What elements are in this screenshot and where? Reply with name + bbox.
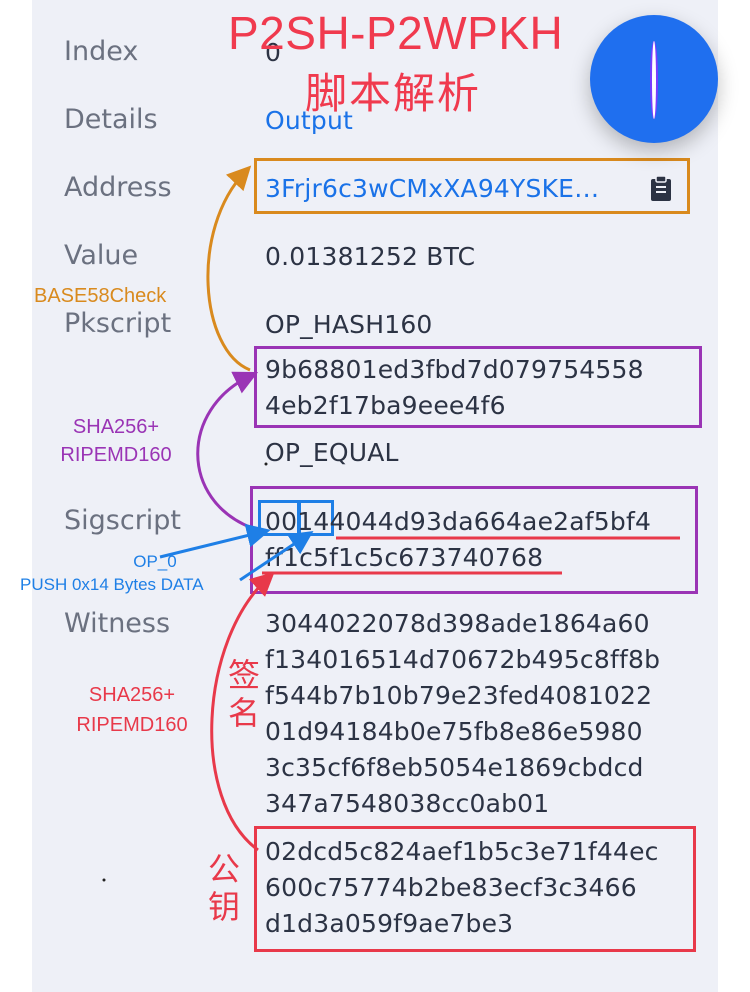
pubkey-line: d1d3a059f9ae7be3 [265,909,514,938]
pkscript-op-equal: OP_EQUAL [265,438,399,467]
annotation-hash160-bottom-line2: RIPEMD160 [76,714,188,736]
label-address: Address [64,172,172,203]
pubkey-line: 02dcd5c824aef1b5c3e71f44ec [265,837,659,866]
push-box [298,500,334,536]
label-index: Index [64,36,139,67]
pkscript-hash-line2: 4eb2f17ba9eee4f6 [265,391,506,420]
label-sigscript: Sigscript [64,505,182,536]
witness-line: 01d94184b0e75fb8e86e5980 [265,717,643,746]
witness-line: f134016514d70672b495c8ff8b [265,645,661,674]
annotation-hash160-bottom-line1: SHA256+ [88,684,176,706]
label-witness: Witness [64,608,171,639]
witness-line: 3c35cf6f8eb5054e1869cbdcd [265,753,644,782]
details-output-link[interactable]: Output [265,106,354,135]
annotation-signature: 签 名 [228,656,260,732]
title-main: P2SH-P2WPKH [228,7,564,59]
label-value: Value [64,240,139,271]
annotation-base58check: BASE58Check [34,285,167,307]
witness-pubkey: 02dcd5c824aef1b5c3e71f44ec 600c75774b2be… [265,834,659,942]
clipboard-icon[interactable] [650,175,672,202]
annotation-pubkey-char1: 公 [208,850,241,888]
index-value: 0 [265,38,282,67]
annotation-signature-char1: 签 [228,656,261,694]
sigscript-hash-line1: 4044d93da664ae2af5bf4 [329,507,652,536]
annotation-pubkey: 公 钥 [208,850,240,926]
arrow-op0 [159,523,271,559]
witness-line: 347a7548038cc0ab01 [265,789,550,818]
sigscript-value: 00144044d93da664ae2af5bf4 ff1c5f1c5c6737… [265,504,651,576]
value-amount: 0.01381252 BTC [265,242,476,271]
annotation-push: PUSH 0x14 Bytes DATA [20,575,204,594]
annotation-signature-char2: 名 [228,694,261,732]
address-highlight-box [254,158,690,214]
pkscript-hash-line1: 9b68801ed3fbd7d079754558 [265,355,644,384]
compass-needle-icon [650,41,658,119]
floating-action-button[interactable] [590,15,718,143]
title-sub: 脚本解析 [305,69,482,118]
pkscript-hash: 9b68801ed3fbd7d079754558 4eb2f17ba9eee4f… [265,352,644,424]
label-details: Details [64,104,158,135]
address-link[interactable]: 3Frjr6c3wCMxXA94YSKE… [265,174,600,203]
witness-line: 3044022078d398ade1864a60 [265,609,650,638]
arrow-hash160-bottom [210,571,275,852]
pubkey-line: 600c75774b2be83ecf3c3466 [265,873,637,902]
annotation-hash160-bottom: SHA256+ RIPEMD160 [62,680,202,740]
annotation-hash160-top-line2: RIPEMD160 [60,444,172,466]
annotation-hash160-top: SHA256+ RIPEMD160 [46,413,186,469]
pkscript-op-hash160: OP_HASH160 [265,310,433,339]
label-pkscript: Pkscript [64,308,172,339]
annotation-pubkey-char2: 钥 [208,888,241,926]
arrow-hash160-top [196,371,259,530]
witness-line: f544b7b10b79e23fed4081022 [265,681,653,710]
witness-signature: 3044022078d398ade1864a60 f134016514d7067… [265,606,660,822]
annotation-hash160-top-line1: SHA256+ [72,416,160,438]
arrow-base58 [206,165,252,372]
pubkey-box [254,826,696,952]
